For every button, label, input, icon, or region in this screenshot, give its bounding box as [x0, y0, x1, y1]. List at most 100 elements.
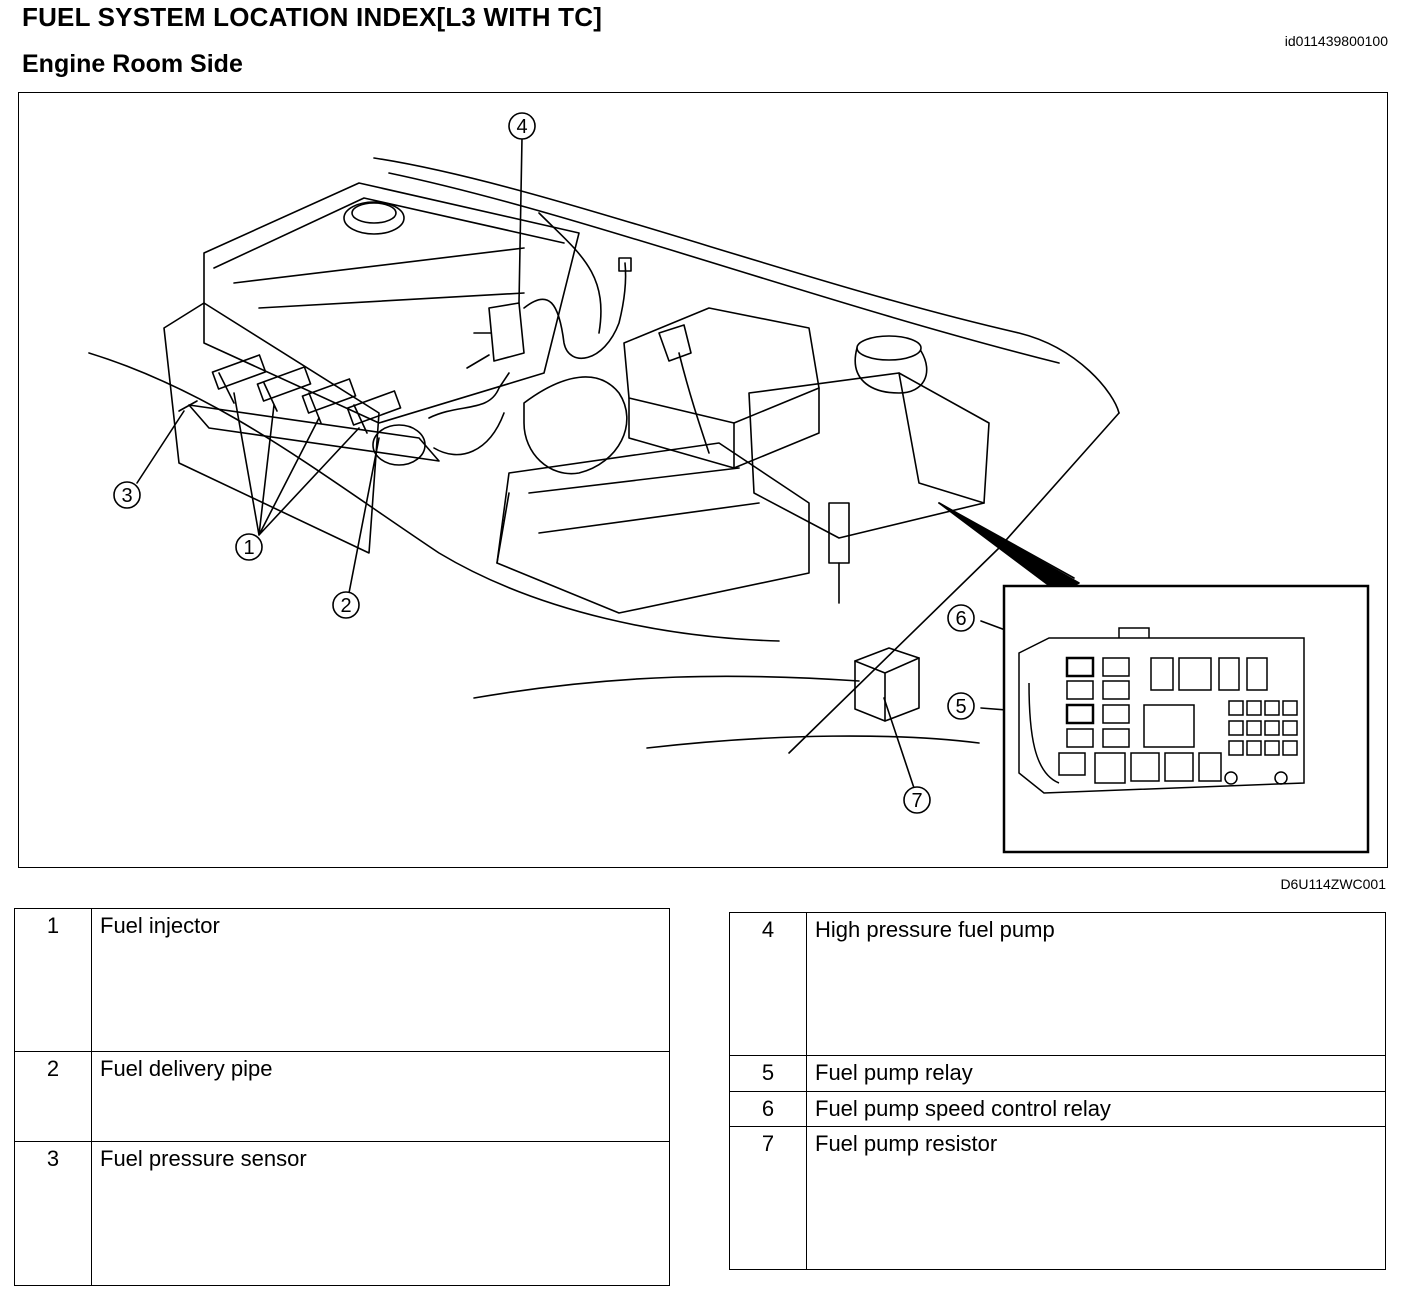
- engine-room-drawing: 4 3 1 2 7 6 5: [88, 112, 1370, 854]
- mini-fuse-slot: [1264, 700, 1280, 716]
- fuel-pump-resistor: [854, 647, 920, 722]
- legend-number: 5: [729, 1055, 807, 1092]
- engine-head: [203, 182, 580, 424]
- battery-cable: [678, 352, 710, 454]
- legend-label: Fuel pump speed control relay: [806, 1091, 1386, 1127]
- maxi-fuse-slot: [1058, 752, 1086, 776]
- callout-4: 4: [508, 112, 536, 140]
- callout-4-label: 4: [516, 116, 527, 138]
- speed-control-relay-slot: [1065, 656, 1095, 678]
- high-pressure-line: [428, 372, 510, 419]
- inset-wire: [1028, 682, 1060, 784]
- inset-frame: [1002, 584, 1370, 854]
- legend-number: 2: [14, 1051, 92, 1142]
- legend-row: 1 Fuel injector: [14, 908, 670, 1052]
- return-hose: [523, 262, 627, 359]
- fuel-pump-relay-slot: [1065, 703, 1095, 725]
- fuse-slot: [1102, 680, 1130, 700]
- mini-fuse-slot: [1228, 700, 1244, 716]
- fuse-slot: [1102, 657, 1130, 677]
- relay-slot: [1246, 657, 1268, 691]
- callout-7-label: 7: [911, 790, 922, 812]
- maxi-fuse-slot: [1198, 752, 1222, 782]
- intake-hose: [538, 212, 602, 334]
- fuel-pressure-regulator: [372, 424, 426, 466]
- fuse-block-edge: [898, 372, 985, 504]
- fuse-slot: [1102, 728, 1130, 748]
- leader-1: [233, 392, 360, 536]
- callout-3-label: 3: [121, 485, 132, 507]
- leader-2: [348, 437, 380, 594]
- floor-line-lower: [646, 735, 980, 749]
- inset-tab: [1118, 627, 1150, 638]
- fuse-slot: [1066, 680, 1094, 700]
- callout-5: 5: [947, 692, 975, 720]
- callout-6: 6: [947, 604, 975, 632]
- fuse-box-inset: [1002, 584, 1370, 854]
- fuel-pump-resistor-edges: [854, 657, 920, 722]
- injector-bodies: [218, 372, 368, 434]
- mini-fuse-slot: [1246, 700, 1262, 716]
- relay-slot: [1178, 657, 1212, 691]
- callout-2: 2: [332, 591, 360, 619]
- mini-fuse-slot: [1264, 720, 1280, 736]
- fuse-block-mount: [828, 502, 850, 564]
- callout-1-label: 1: [243, 537, 254, 559]
- legend-row: 3 Fuel pressure sensor: [14, 1141, 670, 1286]
- legend-number: 1: [14, 908, 92, 1052]
- mini-fuse-slot: [1282, 720, 1298, 736]
- mini-fuse-slot: [1246, 740, 1262, 756]
- body-outline-front: [88, 352, 780, 642]
- section-subtitle: Engine Room Side: [22, 50, 243, 78]
- maxi-fuse-slot: [1164, 752, 1194, 782]
- mini-fuse-block: [1143, 704, 1195, 748]
- figure-id: D6U114ZWC001: [1280, 876, 1386, 892]
- legend-label: Fuel injector: [91, 908, 670, 1052]
- callout-6-label: 6: [955, 608, 966, 630]
- air-cleaner-ribs: [528, 467, 760, 534]
- leader-7: [883, 697, 915, 789]
- terminal-bolt: [1224, 771, 1238, 785]
- legend-row: 6 Fuel pump speed control relay: [729, 1091, 1386, 1127]
- legend-label: Fuel pump relay: [806, 1055, 1386, 1092]
- relay-slot: [1150, 657, 1174, 691]
- oil-cap: [343, 201, 405, 235]
- cam-cover-lines: [233, 247, 525, 309]
- inset-pointer-head: [938, 502, 1080, 594]
- oil-cap-top: [351, 202, 397, 224]
- callout-2-label: 2: [340, 595, 351, 617]
- callout-1: 1: [235, 533, 263, 561]
- pressure-sensor-tip: [178, 400, 198, 412]
- high-pressure-pump: [488, 302, 525, 362]
- legend-table-right: 4 High pressure fuel pump 5 Fuel pump re…: [729, 912, 1386, 1270]
- maxi-fuse-slot: [1130, 752, 1160, 782]
- callout-5-label: 5: [955, 696, 966, 718]
- terminal-bolt: [1274, 771, 1288, 785]
- air-cleaner: [496, 442, 810, 614]
- legend-label: Fuel pressure sensor: [91, 1141, 670, 1286]
- air-cleaner-edge: [496, 492, 510, 564]
- mini-fuse-slot: [1228, 740, 1244, 756]
- hose-clamp: [618, 257, 632, 272]
- page-title: FUEL SYSTEM LOCATION INDEX[L3 WITH TC]: [22, 2, 603, 32]
- injector-4: [346, 390, 402, 426]
- callout-group: 4 3 1 2 7 6 5: [113, 112, 975, 814]
- injector-3: [301, 378, 357, 414]
- injector-1: [211, 354, 267, 390]
- legend-row: 2 Fuel delivery pipe: [14, 1051, 670, 1142]
- high-pressure-line-2: [433, 412, 505, 456]
- legend-number: 4: [729, 912, 807, 1056]
- legend-label: Fuel delivery pipe: [91, 1051, 670, 1142]
- engine-block: [163, 302, 380, 554]
- legend-table-left: 1 Fuel injector 2 Fuel delivery pipe 3 F…: [14, 908, 670, 1286]
- legend-row: 5 Fuel pump relay: [729, 1055, 1386, 1092]
- leader-3: [136, 410, 185, 484]
- legend-label: High pressure fuel pump: [806, 912, 1386, 1056]
- battery-terminal: [658, 324, 692, 362]
- mini-fuse-slot: [1228, 720, 1244, 736]
- legend-number: 3: [14, 1141, 92, 1286]
- mini-fuse-slot: [1282, 700, 1298, 716]
- leader-4: [518, 137, 523, 304]
- legend-number: 6: [729, 1091, 807, 1127]
- mini-fuse-slot: [1264, 740, 1280, 756]
